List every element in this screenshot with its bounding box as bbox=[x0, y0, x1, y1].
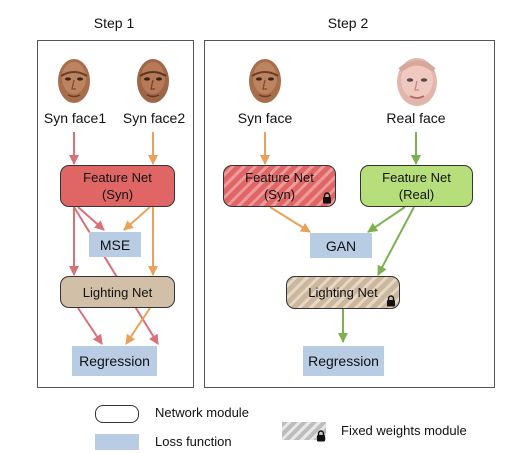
syn-face-label: Syn face bbox=[237, 110, 293, 126]
arrow-syn-feature-to-gan bbox=[269, 206, 311, 233]
step1-panel bbox=[37, 40, 194, 388]
lock-icon bbox=[317, 430, 325, 442]
real-face-image bbox=[394, 54, 440, 108]
syn-face2-label: Syn face2 bbox=[122, 110, 186, 126]
regression-loss-box: Regression bbox=[72, 346, 157, 376]
arrow-feature-to-mse-red bbox=[77, 206, 105, 231]
regression-loss-box: Regression bbox=[303, 346, 384, 376]
legend-network-module-label: Network module bbox=[155, 405, 249, 420]
step2-panel bbox=[204, 40, 495, 388]
lighting-net-module: Lighting Net bbox=[60, 276, 175, 308]
feature-net-syn-fixed-module: Feature Net (Syn) bbox=[223, 165, 336, 207]
step1-title: Step 1 bbox=[93, 15, 135, 31]
syn-face-image bbox=[246, 56, 284, 106]
lighting-net-fixed-module: Lighting Net bbox=[286, 276, 400, 309]
legend-loss-function-swatch bbox=[95, 434, 139, 450]
gan-loss-box: GAN bbox=[310, 233, 372, 258]
syn-face2-image bbox=[134, 56, 172, 106]
arrow-lighting-to-regression-red bbox=[77, 307, 103, 345]
syn-face1-label: Syn face1 bbox=[43, 110, 107, 126]
legend-loss-function-label: Loss function bbox=[155, 434, 232, 449]
arrow-real-feature-to-gan bbox=[367, 206, 406, 233]
feature-net-syn-module: Feature Net (Syn) bbox=[60, 165, 175, 207]
step2-title: Step 2 bbox=[327, 15, 369, 31]
legend-fixed-weights-swatch bbox=[282, 422, 326, 440]
lock-icon bbox=[387, 295, 395, 307]
legend-fixed-weights-label: Fixed weights module bbox=[341, 423, 467, 438]
lock-icon bbox=[323, 192, 331, 204]
arrow-real-feature-to-lighting bbox=[377, 206, 415, 276]
mse-loss-box: MSE bbox=[89, 232, 141, 257]
arrow-feature-to-regression-red bbox=[73, 206, 159, 345]
arrow-feature-to-mse-orange bbox=[123, 206, 151, 231]
syn-face1-image bbox=[55, 56, 93, 106]
real-face-label: Real face bbox=[386, 110, 446, 126]
legend-network-module-swatch bbox=[95, 405, 139, 423]
feature-net-real-module: Feature Net (Real) bbox=[360, 165, 473, 207]
arrow-lighting-to-regression-orange bbox=[125, 307, 151, 345]
